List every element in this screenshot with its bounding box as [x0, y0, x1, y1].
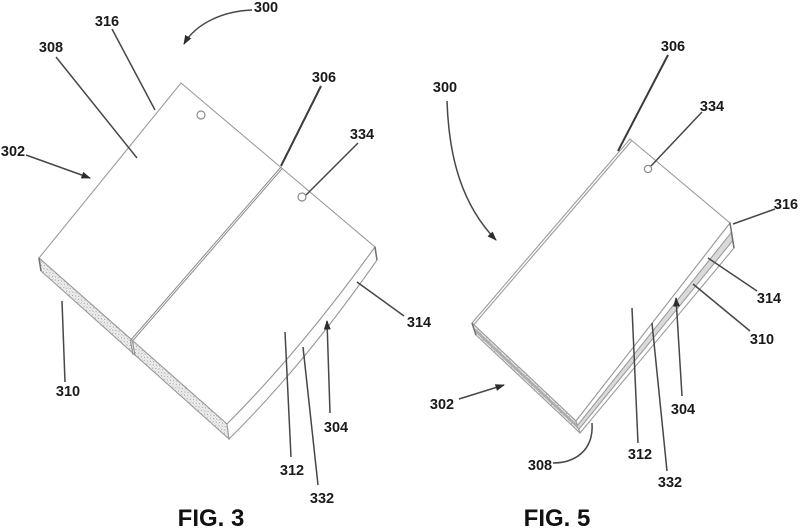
fig5-leader-304-arrow	[673, 297, 683, 397]
fig3-leader-334	[305, 142, 359, 196]
fig3-leader-302-arrow	[25, 154, 91, 179]
fig5-left-corner-edge	[471, 322, 477, 336]
fig3-leader-310	[61, 300, 66, 383]
fig3-ref-label-314: 314	[407, 315, 431, 331]
fig5-ref-label-308: 308	[528, 458, 552, 474]
fig3-ref-label-312: 312	[280, 463, 304, 479]
fig3-leader-316	[111, 28, 156, 111]
fig5-drawing: 306 300 334 316 314 310 304 302 308 312 …	[430, 39, 798, 532]
fig3-leader-314	[356, 281, 405, 317]
fig5-caption: FIG. 5	[524, 505, 591, 532]
fig3-ref-label-306: 306	[312, 70, 336, 86]
fig3-leader-332	[302, 346, 319, 486]
fig5-leader-300-arrow	[446, 100, 497, 241]
fig3-ref-label-310: 310	[56, 384, 80, 400]
fig3-ref-label-316: 316	[95, 14, 119, 30]
fig5-front-layer-line-2	[578, 240, 734, 430]
fig5-ref-label-310: 310	[750, 332, 774, 348]
fig5-leader-310	[692, 283, 751, 332]
fig5-ref-label-306: 306	[661, 39, 685, 55]
fig5-front-gray-layer	[577, 232, 733, 429]
fig5-ref-label-314: 314	[757, 291, 781, 307]
fig3-ref-label-304: 304	[324, 420, 348, 436]
fig3-ref-label-300: 300	[254, 0, 278, 16]
fig3-hole-top	[196, 110, 206, 120]
fig5-ref-label-332: 332	[658, 475, 682, 491]
fig5-ref-label-302: 302	[430, 397, 454, 413]
fig3-left-corner-edge	[38, 257, 42, 272]
fig3-hinge-seam	[129, 166, 283, 356]
fig5-hole-334	[643, 164, 653, 174]
fig5-ref-label-300: 300	[433, 80, 457, 96]
fig5-right-corner-edge	[729, 222, 735, 249]
fig5-ref-label-334: 334	[700, 99, 724, 115]
fig3-ref-label-332: 332	[310, 491, 334, 507]
fig3-top-face	[38, 82, 376, 425]
fig3-caption: FIG. 3	[178, 505, 245, 532]
fig5-left-end-layer-stripe	[474, 328, 579, 429]
fig5-ref-label-312: 312	[628, 447, 652, 463]
fig5-leader-312	[631, 307, 639, 444]
fig5-leader-302-arrow	[458, 384, 505, 400]
fig5-leader-316	[732, 208, 776, 225]
fig3-leader-312	[284, 331, 292, 458]
fig5-ref-label-316: 316	[774, 197, 798, 213]
fig5-fold-edge-inner-line	[473, 140, 632, 326]
fig3-ref-label-334: 334	[350, 127, 374, 143]
fig5-leader-334	[650, 111, 703, 167]
fig5-ref-label-304: 304	[671, 402, 695, 418]
fig5-front-layer-line-1	[577, 231, 732, 426]
fig3-hole-334	[297, 192, 307, 202]
fig3-right-corner-edge	[374, 246, 378, 261]
fig3-leader-308	[55, 56, 138, 159]
fig3-drawing: 300 316 308 302 306 334 314 310 304 312 …	[1, 0, 431, 532]
fig3-ref-label-308: 308	[39, 40, 63, 56]
fig5-leader-314	[707, 257, 758, 292]
fig3-leader-300-arrow	[183, 9, 253, 45]
fig5-leader-308	[552, 422, 593, 464]
fig3-leader-306	[280, 85, 322, 167]
fig3-ref-label-302: 302	[1, 144, 25, 160]
fig3-leader-304-arrow	[323, 320, 331, 414]
fig5-leader-332	[651, 322, 668, 472]
fig5-leader-306	[617, 54, 669, 152]
